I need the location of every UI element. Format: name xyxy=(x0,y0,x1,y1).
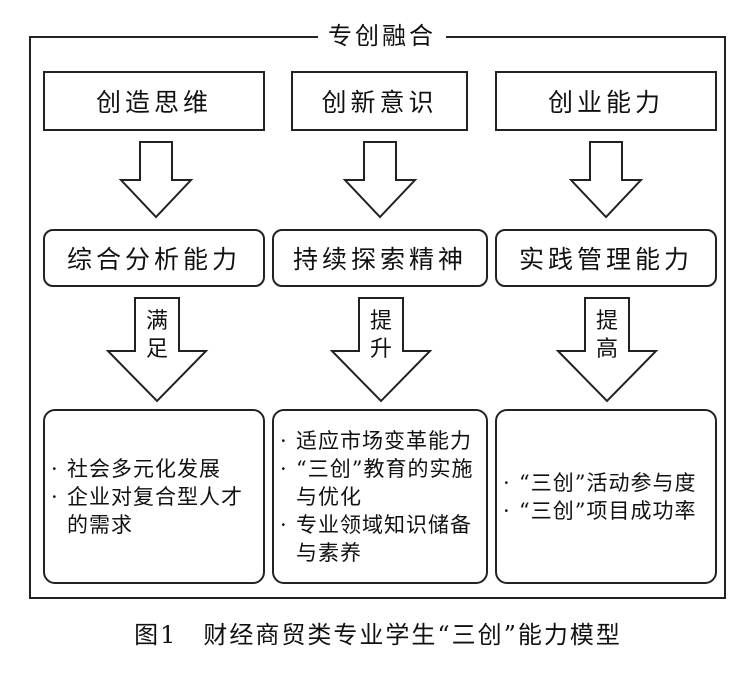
list-item: “三创”活动参与度 xyxy=(503,469,709,497)
list-item: “三创”项目成功率 xyxy=(503,497,709,525)
down-arrow-3 xyxy=(568,141,644,219)
arrow-label-2: 提 升 xyxy=(369,309,392,362)
list-item: 社会多元化发展 xyxy=(51,455,257,483)
arrow-label-1: 满 足 xyxy=(145,309,168,362)
bottom-box-improvement: 适应市场变革能力 “三创”教育的实施与优化 专业领域知识储备与素养 xyxy=(272,409,488,584)
bottom-box-outcomes: “三创”活动参与度 “三创”项目成功率 xyxy=(495,409,717,584)
list-item: 专业领域知识储备与素养 xyxy=(280,511,480,567)
list-item: 企业对复合型人才的需求 xyxy=(51,483,257,539)
big-down-arrow-2 xyxy=(329,297,433,403)
box-innovation-awareness: 创新意识 xyxy=(291,71,468,131)
down-arrow-1 xyxy=(118,141,194,219)
list-item: “三创”教育的实施与优化 xyxy=(280,455,480,511)
box-entrepreneurship-ability: 创业能力 xyxy=(495,71,717,131)
box-continuous-exploration: 持续探索精神 xyxy=(272,229,488,287)
box-comprehensive-analysis: 综合分析能力 xyxy=(43,229,265,287)
figure-caption: 图1 财经商贸类专业学生“三创”能力模型 xyxy=(134,621,622,649)
box-creative-thinking: 创造思维 xyxy=(43,71,265,131)
big-down-arrow-1 xyxy=(105,297,209,403)
big-down-arrow-3 xyxy=(555,297,659,403)
arrow-label-3: 提 高 xyxy=(595,309,618,362)
list-item: 适应市场变革能力 xyxy=(280,427,480,455)
bottom-box-needs: 社会多元化发展 企业对复合型人才的需求 xyxy=(43,409,265,584)
box-practical-management: 实践管理能力 xyxy=(495,229,717,287)
down-arrow-2 xyxy=(342,141,418,219)
frame-title: 专创融合 xyxy=(318,22,446,50)
